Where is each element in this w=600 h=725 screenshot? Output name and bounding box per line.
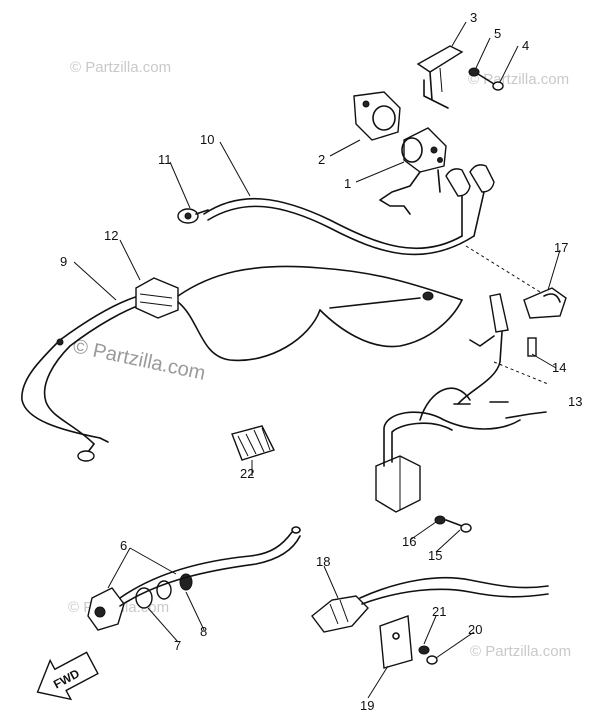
harness-loop [177, 265, 463, 362]
switch-assembly-6 [87, 526, 301, 631]
callout-13: 13 [568, 394, 582, 409]
main-harness-9 [21, 293, 149, 462]
fwd-arrow-icon: FWD [36, 651, 99, 701]
ground-lead-part [177, 208, 209, 224]
wire-harness-10 [203, 197, 475, 256]
callout-6: 6 [120, 538, 127, 553]
callout-4: 4 [522, 38, 529, 53]
callout-22: 22 [240, 466, 254, 481]
leader-dashed-13 [493, 361, 549, 385]
callout-16: 16 [402, 534, 416, 549]
stop-switch-part [311, 576, 549, 633]
washer-part [468, 67, 480, 77]
callout-12: 12 [104, 228, 118, 243]
screw-part [477, 73, 504, 91]
callout-7: 7 [174, 638, 181, 653]
bolt-part [434, 515, 472, 533]
switch-holder-part [353, 91, 401, 141]
plate-part [379, 615, 438, 669]
grommet-part [231, 425, 275, 461]
callout-8: 8 [200, 624, 207, 639]
rectifier-part [375, 387, 547, 513]
callout-19: 19 [360, 698, 374, 713]
watermark-top-right: © Partzilla.com [468, 71, 569, 88]
callout-9: 9 [60, 254, 67, 269]
callout-3: 3 [470, 10, 477, 25]
callout-10: 10 [200, 132, 214, 147]
main-switch-part [379, 127, 447, 215]
watermark-top-left: © Partzilla.com [70, 59, 171, 76]
callout-18: 18 [316, 554, 330, 569]
callout-20: 20 [468, 622, 482, 637]
watermark-bottom-right: © Partzilla.com [470, 643, 571, 660]
clamp-part [523, 287, 567, 319]
callout-15: 15 [428, 548, 442, 563]
watermark-center: © Partzilla.com [71, 335, 207, 385]
callout-2: 2 [318, 152, 325, 167]
coupler-12 [135, 277, 179, 319]
leader-dashed-17 [465, 245, 541, 293]
callout-11: 11 [158, 152, 172, 167]
callout-17: 17 [554, 240, 568, 255]
callout-1: 1 [344, 176, 351, 191]
callout-5: 5 [494, 26, 501, 41]
callout-14: 14 [552, 360, 566, 375]
bracket-part [416, 45, 464, 109]
callout-21: 21 [432, 604, 446, 619]
wire-lead-13 [457, 293, 537, 405]
plug-cap-part [445, 164, 495, 237]
callout-leaders [73, 21, 561, 699]
